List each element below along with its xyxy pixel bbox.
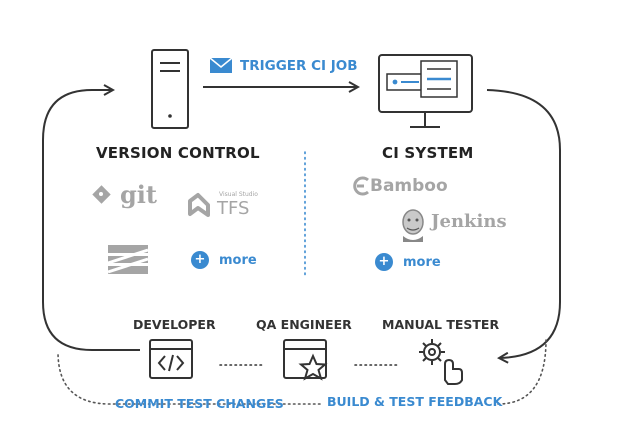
git-logo bbox=[92, 185, 111, 204]
version-control-title: VERSION CONTROL bbox=[96, 144, 260, 162]
role-developer: DEVELOPER bbox=[133, 317, 216, 332]
more-label: more bbox=[403, 254, 441, 270]
build-test-feedback-label: BUILD & TEST FEEDBACK bbox=[327, 394, 503, 409]
arrow-developer-to-version-control bbox=[42, 90, 140, 351]
role-manual-tester: MANUAL TESTER bbox=[382, 317, 500, 332]
envelope-icon bbox=[209, 57, 233, 73]
commit-test-changes-label: COMMIT TEST CHANGES bbox=[115, 396, 284, 411]
plus-icon: + bbox=[375, 253, 393, 271]
visual-studio-logo bbox=[188, 193, 210, 217]
dotted-feedback-path bbox=[497, 339, 547, 405]
monitor-icon bbox=[378, 54, 473, 128]
trigger-ci-job-label: TRIGGER CI JOB bbox=[240, 58, 358, 74]
more-label: more bbox=[219, 252, 257, 268]
jenkins-logo bbox=[402, 209, 424, 242]
star-window-icon bbox=[283, 339, 328, 381]
tfs-logo-text: TFS bbox=[217, 198, 250, 219]
stack-logo bbox=[107, 245, 149, 274]
server-icon bbox=[151, 49, 189, 129]
role-qa-engineer: QA ENGINEER bbox=[256, 317, 352, 332]
ci-system-title: CI SYSTEM bbox=[382, 144, 474, 162]
plus-icon: + bbox=[191, 251, 209, 269]
git-logo-text: git bbox=[120, 180, 157, 209]
dotted-commit-path bbox=[57, 351, 321, 405]
bamboo-logo bbox=[353, 176, 369, 196]
jenkins-logo-text: Jenkins bbox=[431, 211, 507, 232]
arrow-ci-to-tester bbox=[486, 89, 561, 358]
code-window-icon bbox=[149, 339, 193, 379]
bamboo-logo-text: Bamboo bbox=[370, 176, 448, 196]
gear-hand-icon bbox=[419, 339, 463, 385]
ci-system-more-button[interactable]: + more bbox=[375, 253, 441, 271]
visual-studio-logo-text: Visual Studio bbox=[219, 191, 258, 198]
version-control-more-button[interactable]: + more bbox=[191, 251, 257, 269]
